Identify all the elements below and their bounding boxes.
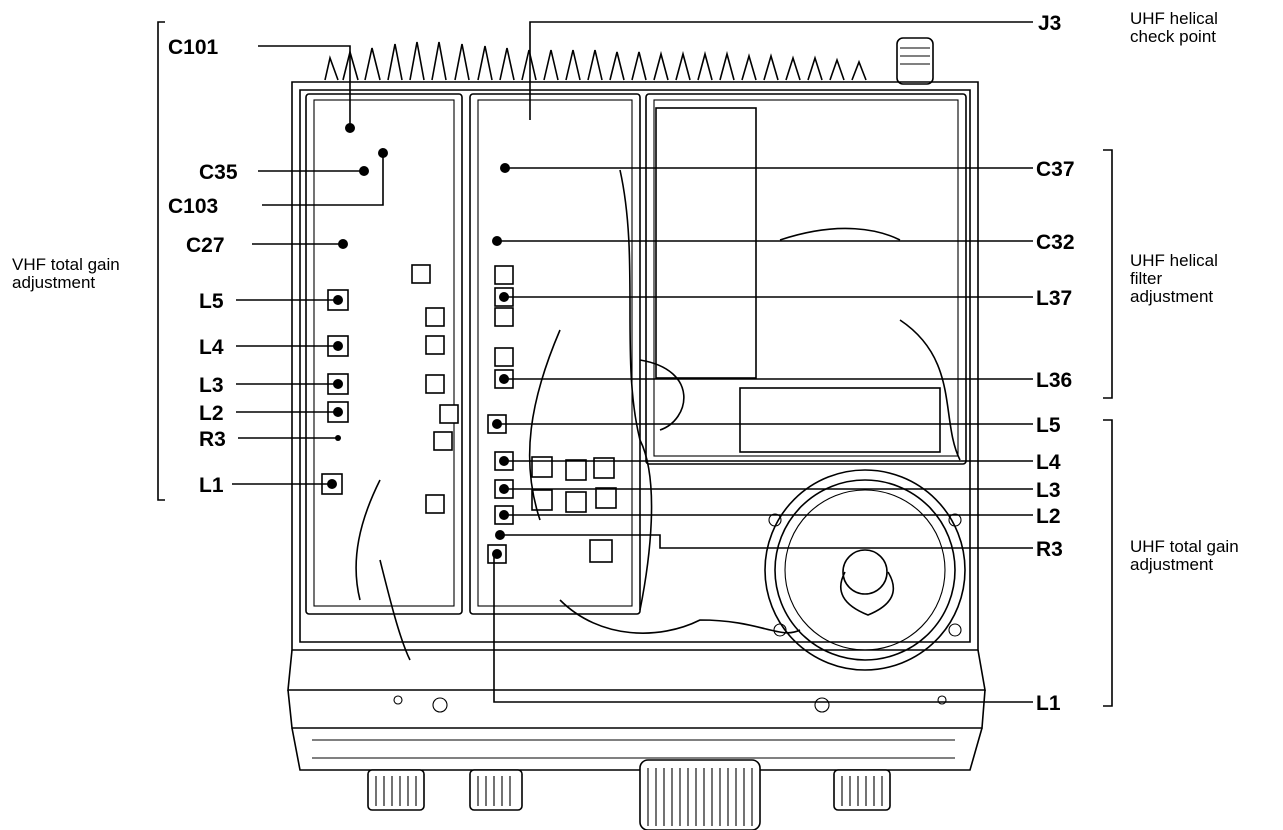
group-vhf-total-gain: VHF total gain adjustment: [12, 255, 124, 292]
leader-lines-left: [157, 21, 384, 501]
label-l4-left: L4: [199, 336, 224, 359]
label-l36: L36: [1036, 369, 1072, 392]
group-uhf-total-gain: UHF total gain adjustment: [1130, 537, 1243, 574]
leader-lines-right: [493, 21, 1113, 707]
label-l2-right: L2: [1036, 505, 1061, 528]
label-l2-left: L2: [199, 402, 224, 425]
label-c103: C103: [168, 195, 218, 218]
group-uhf-helical-filter: UHF helical filter adjustment: [1130, 251, 1223, 306]
label-l1-right: L1: [1036, 692, 1061, 715]
label-c35: C35: [199, 161, 238, 184]
knob-left-inner: [469, 769, 523, 811]
knob-right: [833, 769, 891, 811]
label-l3-left: L3: [199, 374, 224, 397]
label-l3-right: L3: [1036, 479, 1061, 502]
speaker: [764, 469, 966, 671]
label-l5-left: L5: [199, 290, 224, 313]
label-j3: J3: [1038, 12, 1061, 35]
knob-left: [367, 769, 425, 811]
label-l37: L37: [1036, 287, 1072, 310]
label-c27: C27: [186, 234, 225, 257]
front-panel: [287, 649, 986, 830]
label-c32: C32: [1036, 231, 1075, 254]
heatsink-fins: [324, 37, 934, 85]
label-l4-right: L4: [1036, 451, 1061, 474]
label-l5-right: L5: [1036, 414, 1061, 437]
label-c101: C101: [168, 36, 219, 59]
board-components: [321, 107, 961, 661]
label-r3-right: R3: [1036, 538, 1063, 561]
label-c37: C37: [1036, 158, 1075, 181]
label-r3-left: R3: [199, 428, 226, 451]
label-l1-left: L1: [199, 474, 224, 497]
main-dial: [639, 759, 761, 830]
group-uhf-helical-check: UHF helical check point: [1130, 9, 1223, 46]
